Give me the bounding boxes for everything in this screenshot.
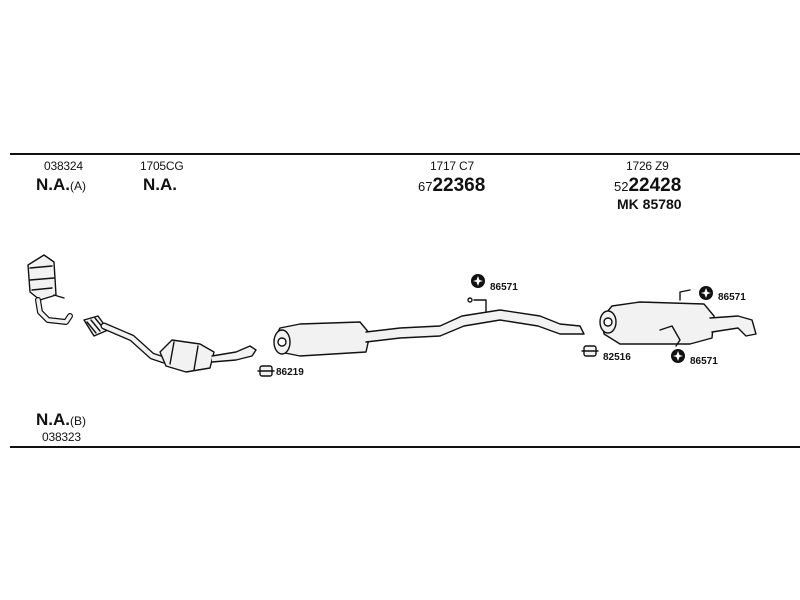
bottom-rule <box>10 446 800 448</box>
hanger-86219-icon <box>257 365 275 377</box>
callout-86219: 86219 <box>276 367 304 378</box>
rubber-mount-icon <box>671 349 685 363</box>
callout-86571-rear-top: 86571 <box>718 292 746 303</box>
rubber-mount-icon <box>471 274 485 288</box>
col2-na: N.A. <box>143 175 177 194</box>
col3-part-number: 6722368 <box>418 175 485 197</box>
col1-na: N.A.(A) <box>36 175 86 195</box>
rear-silencer <box>599 289 757 347</box>
col2-code: 1705CG <box>140 159 184 173</box>
footer-na: N.A.(B) <box>36 410 86 430</box>
col4-part-number: 5222428 <box>614 175 681 197</box>
catalytic-converter <box>83 315 257 373</box>
footer-na-suffix: (B) <box>70 414 86 428</box>
col4-prefix: 52 <box>614 179 629 194</box>
col4-mk: MK 85780 <box>617 196 682 212</box>
col3-number: 22368 <box>432 175 486 196</box>
middle-silencer <box>273 297 585 357</box>
col3-code: 1717 C7 <box>430 159 474 173</box>
callout-86571-rear-bottom: 86571 <box>690 356 718 367</box>
col1-na-text: N.A. <box>36 175 70 194</box>
hanger-82516-icon <box>581 345 599 357</box>
footer-code: 038323 <box>42 430 81 444</box>
callout-82516: 82516 <box>603 352 631 363</box>
callout-86571-middle: 86571 <box>490 282 518 293</box>
top-rule <box>10 153 800 155</box>
col1-code: 038324 <box>44 159 83 173</box>
col3-prefix: 67 <box>418 179 433 194</box>
footer-na-text: N.A. <box>36 410 70 429</box>
rubber-mount-icon <box>699 286 713 300</box>
col4-number: 22428 <box>628 175 682 196</box>
col1-na-suffix: (A) <box>70 179 86 193</box>
manifold-pipe <box>27 254 73 325</box>
col4-code: 1726 Z9 <box>626 159 669 173</box>
